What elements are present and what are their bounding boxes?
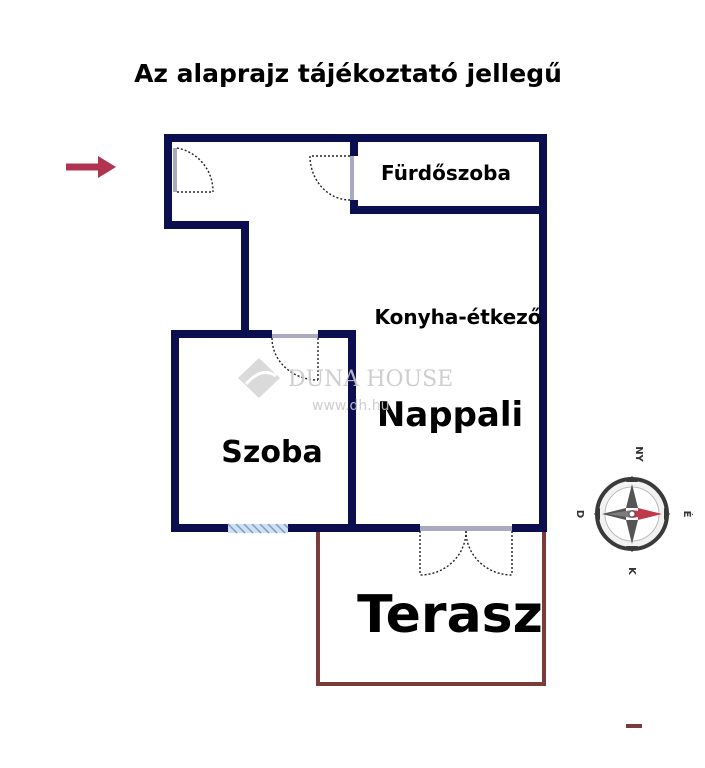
door-frames <box>173 148 512 531</box>
room-label-kitchen-dining: Konyha-étkező <box>374 305 541 329</box>
room-label-living: Nappali <box>377 395 523 435</box>
watermark: DUNA HOUSE www.dh.hu <box>238 358 453 414</box>
compass-icon: NY É K D <box>574 446 694 576</box>
room-label-bedroom: Szoba <box>221 435 322 470</box>
room-label-terrace: Terasz <box>357 585 543 645</box>
compass-south-label: K <box>626 567 637 576</box>
watermark-url: www.dh.hu <box>312 398 389 414</box>
compass-north-label: NY <box>633 446 644 462</box>
room-label-bathroom: Fürdőszoba <box>381 161 511 185</box>
compass-east-label: É <box>681 511 694 518</box>
door-swings <box>176 147 513 576</box>
watermark-brand: DUNA HOUSE <box>288 367 453 392</box>
plan-disclaimer-title: Az alaprajz tájékoztató jellegű <box>134 59 562 88</box>
terrace-outline <box>316 532 546 686</box>
corner-mark <box>626 724 642 728</box>
compass-west-label: D <box>574 510 585 518</box>
duna-house-logo-icon <box>238 358 280 398</box>
bedroom-window <box>227 523 289 534</box>
entrance-arrow-icon <box>66 156 116 178</box>
